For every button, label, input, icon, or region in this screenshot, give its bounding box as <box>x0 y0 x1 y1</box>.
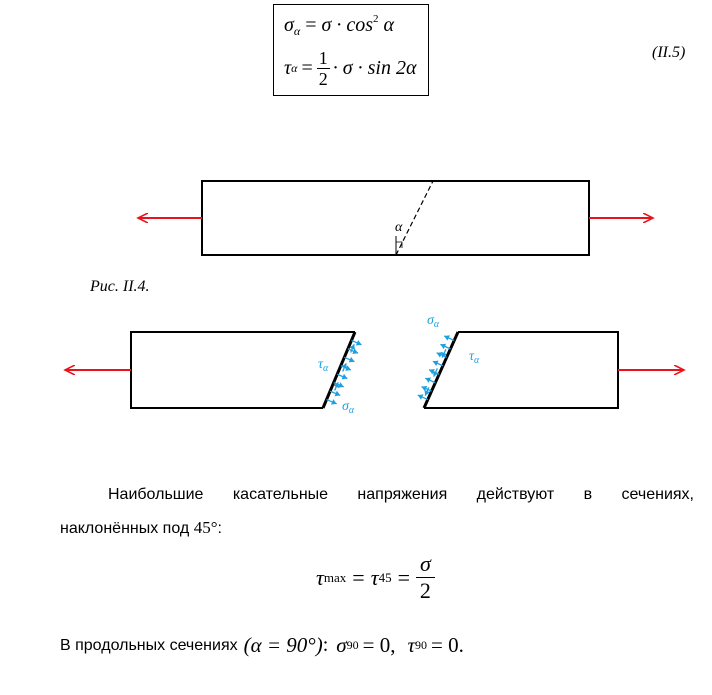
right-normal-arrow <box>421 385 432 392</box>
right-shear-arrow <box>432 368 439 377</box>
left-normal-arrow <box>347 348 359 354</box>
figure-cut-parts: τα σα σα τα <box>0 313 712 416</box>
left-shear-arrow <box>333 382 340 391</box>
right-normal-arrow <box>436 352 447 358</box>
angle-label: α <box>395 220 403 235</box>
left-sigma-label: σα <box>342 399 355 416</box>
left-shear-arrow <box>349 344 356 353</box>
left-normal-arrow <box>329 390 341 397</box>
right-shear-arrow <box>424 387 430 396</box>
figure-caption: Рис. II.4. <box>90 278 150 295</box>
left-shear-arrow <box>341 363 348 372</box>
sigma-alpha-formula: σα = σ · cos2 α <box>284 13 394 38</box>
right-normal-arrow <box>425 377 436 384</box>
right-normal-arrow <box>417 394 429 401</box>
left-normal-arrow <box>336 373 348 380</box>
left-tau-label: τα <box>318 357 329 374</box>
right-normal-arrow <box>428 369 440 375</box>
figure-bar-diagram: α <box>0 180 712 256</box>
right-normal-arrow <box>432 360 444 367</box>
right-normal-arrow <box>443 335 455 342</box>
right-stress-arrows <box>417 335 455 401</box>
right-sigma-label: σα <box>427 313 440 330</box>
paragraph-line-2: наклонённых под 45°: <box>60 518 222 537</box>
right-normal-arrow <box>440 343 451 350</box>
left-normal-arrow <box>351 339 362 346</box>
oblique-section-line <box>395 180 434 256</box>
left-normal-arrow <box>340 365 352 371</box>
left-normal-arrow <box>344 356 355 363</box>
right-tau-label: τα <box>469 349 480 366</box>
left-normal-arrow <box>326 398 337 405</box>
right-shear-arrow <box>441 349 447 358</box>
paragraph-line-1: Наибольшие касательные напряжения действ… <box>108 486 694 503</box>
left-stress-arrows <box>326 339 362 405</box>
left-normal-arrow <box>333 382 345 388</box>
equation-number: (II.5) <box>652 44 686 61</box>
